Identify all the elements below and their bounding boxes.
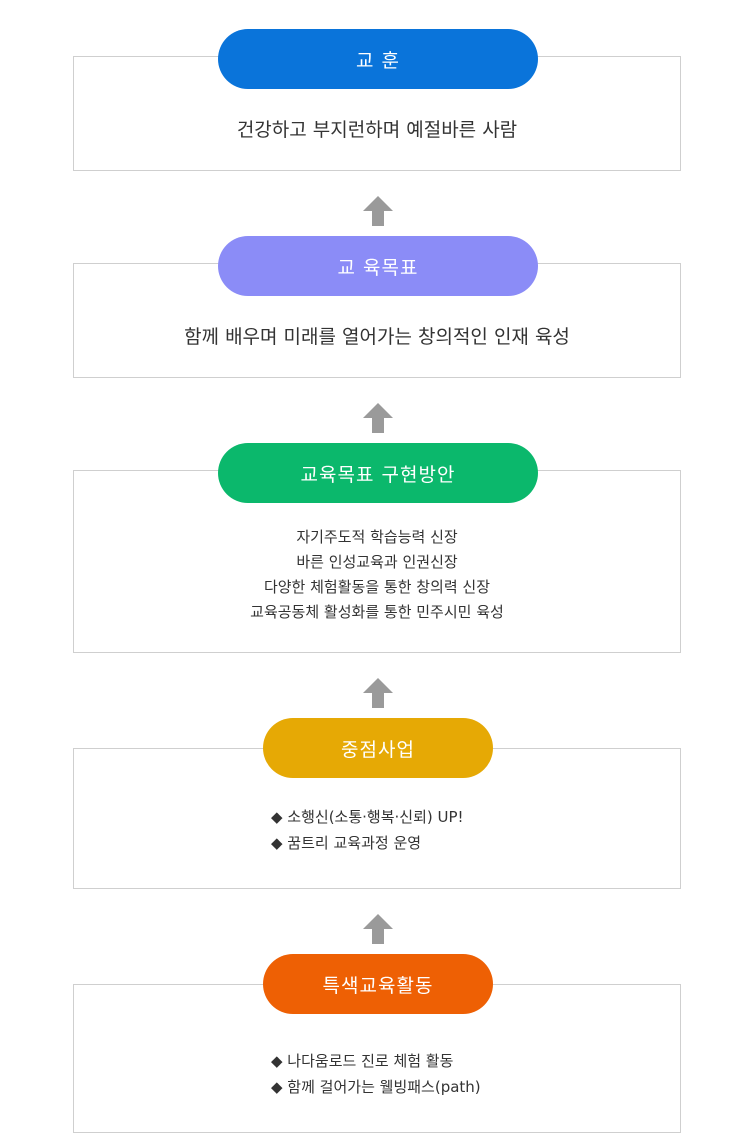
list-item: ◆ 함께 걸어가는 웰빙패스(path) (271, 1078, 481, 1096)
focus-title-pill: 중점사업 (263, 718, 493, 778)
motto-title: 교 훈 (356, 49, 400, 72)
list-item: 자기주도적 학습능력 신장 (296, 528, 458, 546)
list-item: 바른 인성교육과 인권신장 (296, 553, 458, 571)
list-item: ◆ 소행신(소통·행복·신뢰) UP! (271, 808, 464, 826)
plan-title-pill: 교육목표 구현방안 (218, 443, 538, 503)
motto-text: 건강하고 부지런하며 예절바른 사람 (236, 119, 518, 141)
list-item: ◆ 꿈트리 교육과정 운영 (271, 834, 422, 852)
special-title: 특색교육활동 (322, 974, 434, 997)
motto-title-pill: 교 훈 (218, 29, 538, 89)
list-item: 교육공동체 활성화를 통한 민주시민 육성 (250, 603, 504, 621)
special-list: ◆ 나다움로드 진로 체험 활동 ◆ 함께 걸어가는 웰빙패스(path) (271, 1048, 481, 1100)
special-box: ◆ 나다움로드 진로 체험 활동 ◆ 함께 걸어가는 웰빙패스(path) (73, 984, 681, 1133)
up-arrow-icon (363, 914, 393, 944)
plan-title: 교육목표 구현방안 (300, 463, 456, 486)
goal-title-pill: 교 육목표 (218, 236, 538, 296)
plan-list: 자기주도적 학습능력 신장 바른 인성교육과 인권신장 다양한 체험활동을 통한… (74, 525, 680, 625)
up-arrow-icon (363, 196, 393, 226)
list-item: 다양한 체험활동을 통한 창의력 신장 (263, 578, 491, 596)
goal-title: 교 육목표 (337, 256, 419, 279)
special-title-pill: 특색교육활동 (263, 954, 493, 1014)
list-item: ◆ 나다움로드 진로 체험 활동 (271, 1052, 454, 1070)
focus-list: ◆ 소행신(소통·행복·신뢰) UP! ◆ 꿈트리 교육과정 운영 (271, 804, 464, 856)
up-arrow-icon (363, 678, 393, 708)
focus-title: 중점사업 (341, 738, 415, 761)
up-arrow-icon (363, 403, 393, 433)
goal-text: 함께 배우며 미래를 열어가는 창의적인 인재 육성 (184, 326, 570, 348)
